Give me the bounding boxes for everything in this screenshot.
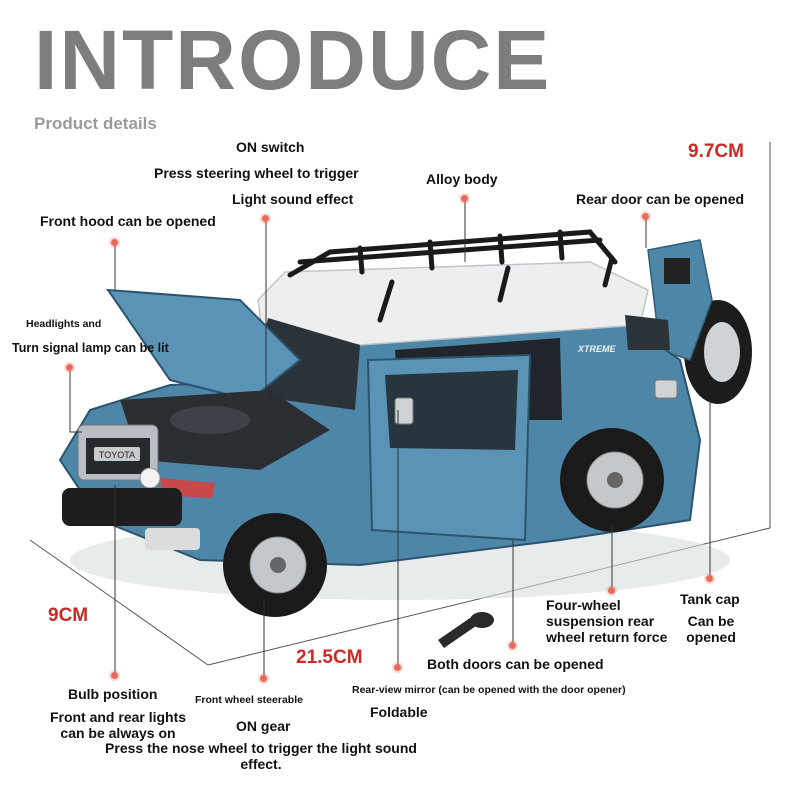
headlights-label: Headlights and	[26, 318, 102, 330]
rear-door-window	[664, 258, 690, 284]
foldable-label: Foldable	[370, 704, 428, 720]
fog-lamp	[145, 528, 200, 550]
alloy-body-dot	[461, 195, 468, 202]
tank-cap-desc: Can be opened	[676, 613, 746, 645]
turn-signal-label: Turn signal lamp can be lit	[12, 341, 169, 355]
front-door-window	[385, 370, 518, 450]
tank-cap	[654, 379, 678, 399]
suspension-label: Four-wheel suspension rear wheel return …	[546, 597, 667, 645]
mirror-dot	[394, 664, 401, 671]
height-dimension: 9.7CM	[688, 141, 744, 162]
front-wheel-dot	[260, 675, 267, 682]
tank-cap-line-3: opened	[686, 629, 736, 645]
front-rear-lights-label: Front and rear lights can be always on	[44, 709, 192, 741]
brand-badge-plate	[94, 447, 140, 461]
rear-side-window	[625, 315, 670, 350]
width-dimension-line	[29, 539, 209, 666]
front-hood-dot	[111, 239, 118, 246]
suspension-line-2: suspension rear	[546, 613, 655, 629]
front-rear-lights-line-1: Front and rear lights	[49, 709, 187, 725]
press-nose-line-2: effect.	[240, 756, 282, 772]
rear-door-label: Rear door can be opened	[576, 191, 745, 207]
screw-part	[438, 612, 494, 648]
on-switch-label: ON switch	[236, 139, 305, 155]
both-doors-label: Both doors can be opened	[427, 656, 604, 672]
hood-open	[105, 288, 302, 402]
alloy-body-label: Alloy body	[426, 171, 498, 187]
press-steering-label: Press steering wheel to trigger	[154, 165, 359, 181]
rear-door-dot	[642, 213, 649, 220]
tank-cap-dot	[706, 575, 713, 582]
suspension-line-3: wheel return force	[546, 629, 668, 645]
tank-cap-label: Tank cap	[680, 591, 740, 607]
front-wheel	[223, 513, 327, 617]
on-gear-label: ON gear	[236, 718, 291, 734]
headlight-dot	[66, 364, 73, 371]
bulb-position-label: Bulb position	[68, 686, 158, 702]
length-dimension: 21.5CM	[296, 647, 363, 668]
headlight	[139, 467, 161, 489]
page-title: INTRODUCE	[34, 13, 552, 107]
front-rear-lights-line-2: can be always on	[60, 725, 176, 741]
engine-cover	[170, 406, 250, 434]
suspension-dot	[608, 587, 615, 594]
suspension-line-1: Four-wheel	[546, 597, 621, 613]
front-bumper	[62, 488, 182, 526]
light-sound-label: Light sound effect	[232, 191, 354, 207]
bulb-position-dot	[111, 672, 118, 679]
roof-rack	[287, 229, 618, 323]
both-doors-dot	[509, 642, 516, 649]
press-nose-label: Press the nose wheel to trigger the ligh…	[100, 740, 422, 772]
tank-cap-line-2: Can be	[687, 613, 735, 629]
page-subtitle: Product details	[34, 114, 157, 133]
light-sound-dot	[262, 215, 269, 222]
rear-view-mirror-label: Rear-view mirror (can be opened with the…	[352, 684, 626, 696]
brand-badge: TOYOTA	[99, 450, 135, 460]
side-badge: XTREME	[577, 344, 617, 354]
side-mirror	[394, 397, 414, 425]
width-dimension: 9CM	[48, 605, 89, 626]
leader-lines	[69, 200, 711, 678]
front-wheel-label: Front wheel steerable	[195, 694, 303, 706]
press-nose-line-1: Press the nose wheel to trigger the ligh…	[105, 740, 417, 756]
rear-wheel	[560, 428, 664, 532]
front-hood-label: Front hood can be opened	[40, 213, 216, 229]
